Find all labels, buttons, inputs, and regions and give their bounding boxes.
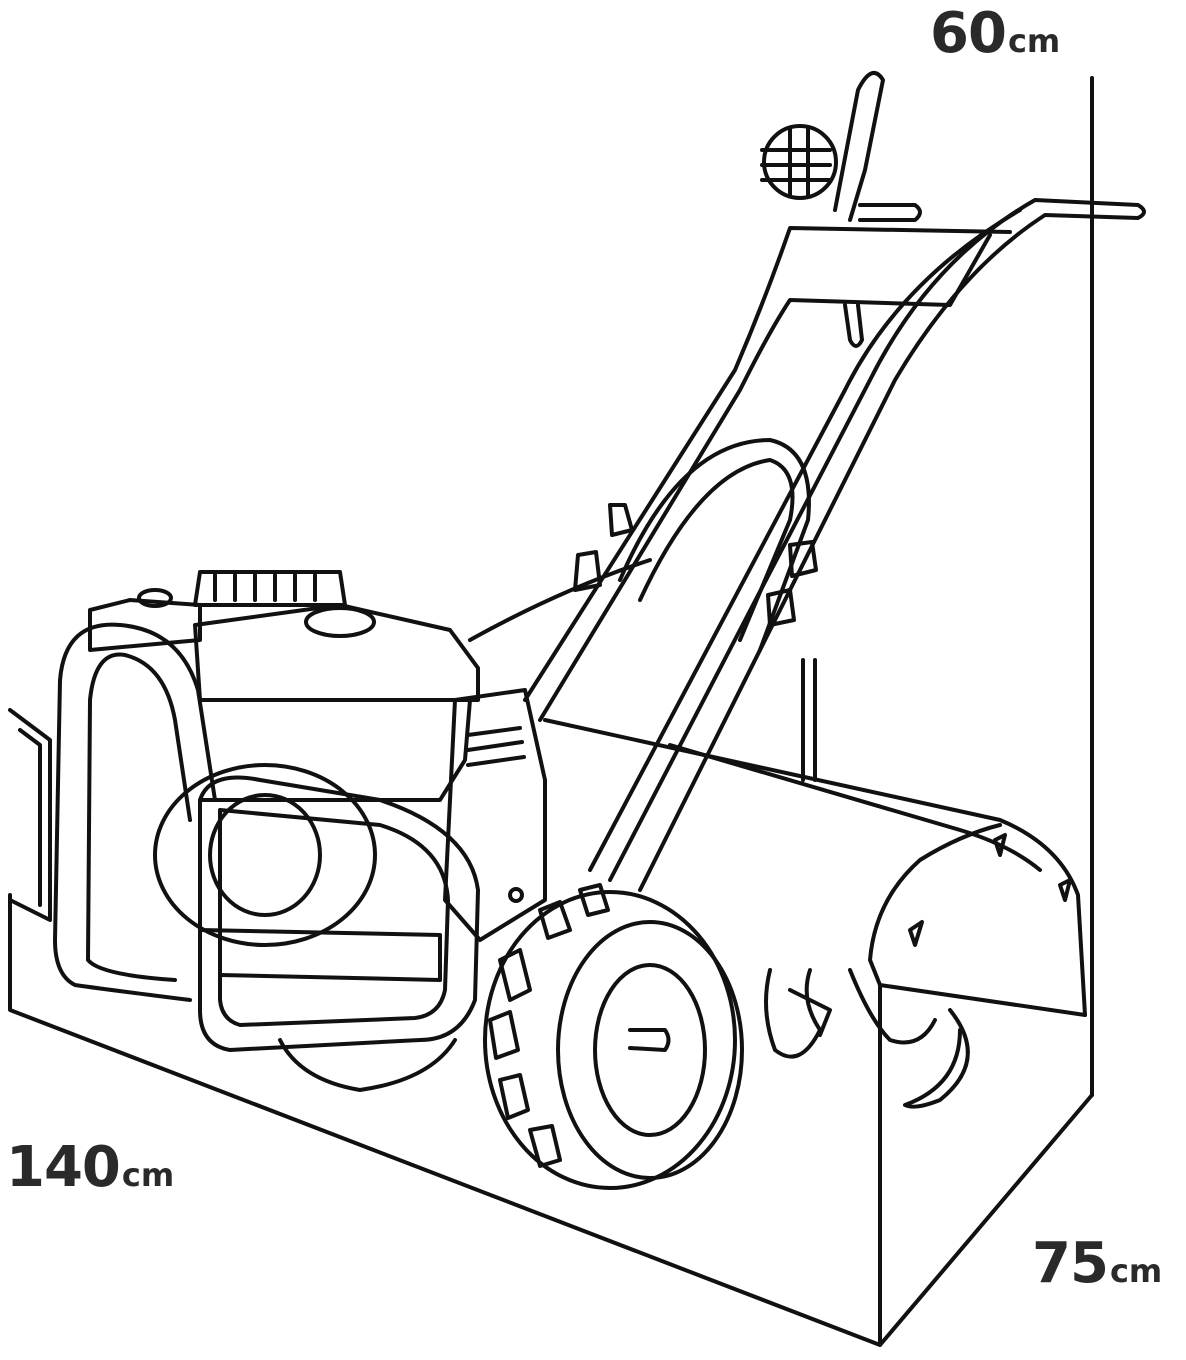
height-unit: cm (1109, 1252, 1163, 1290)
length-value: 140 (6, 1135, 121, 1200)
width-unit: cm (1007, 22, 1061, 60)
engine (88, 570, 547, 982)
handlebar (523, 198, 1146, 892)
throttle-control (760, 70, 922, 222)
width-value: 60 (930, 1, 1007, 66)
height-value: 75 (1032, 1231, 1109, 1296)
tiller-wheel (483, 883, 744, 1190)
dimension-box (8, 76, 1094, 1347)
rear-wheel-left (278, 1038, 457, 1092)
length-unit: cm (121, 1156, 175, 1194)
front-bumper (8, 622, 480, 1052)
tine-cover (543, 718, 1087, 1017)
cable-clips (573, 503, 818, 627)
tines (764, 968, 970, 1109)
width-dimension-label: 60cm (930, 6, 1060, 62)
length-dimension-label: 140cm (6, 1140, 174, 1196)
control-cable (468, 438, 817, 782)
height-dimension-label: 75cm (1032, 1236, 1162, 1292)
